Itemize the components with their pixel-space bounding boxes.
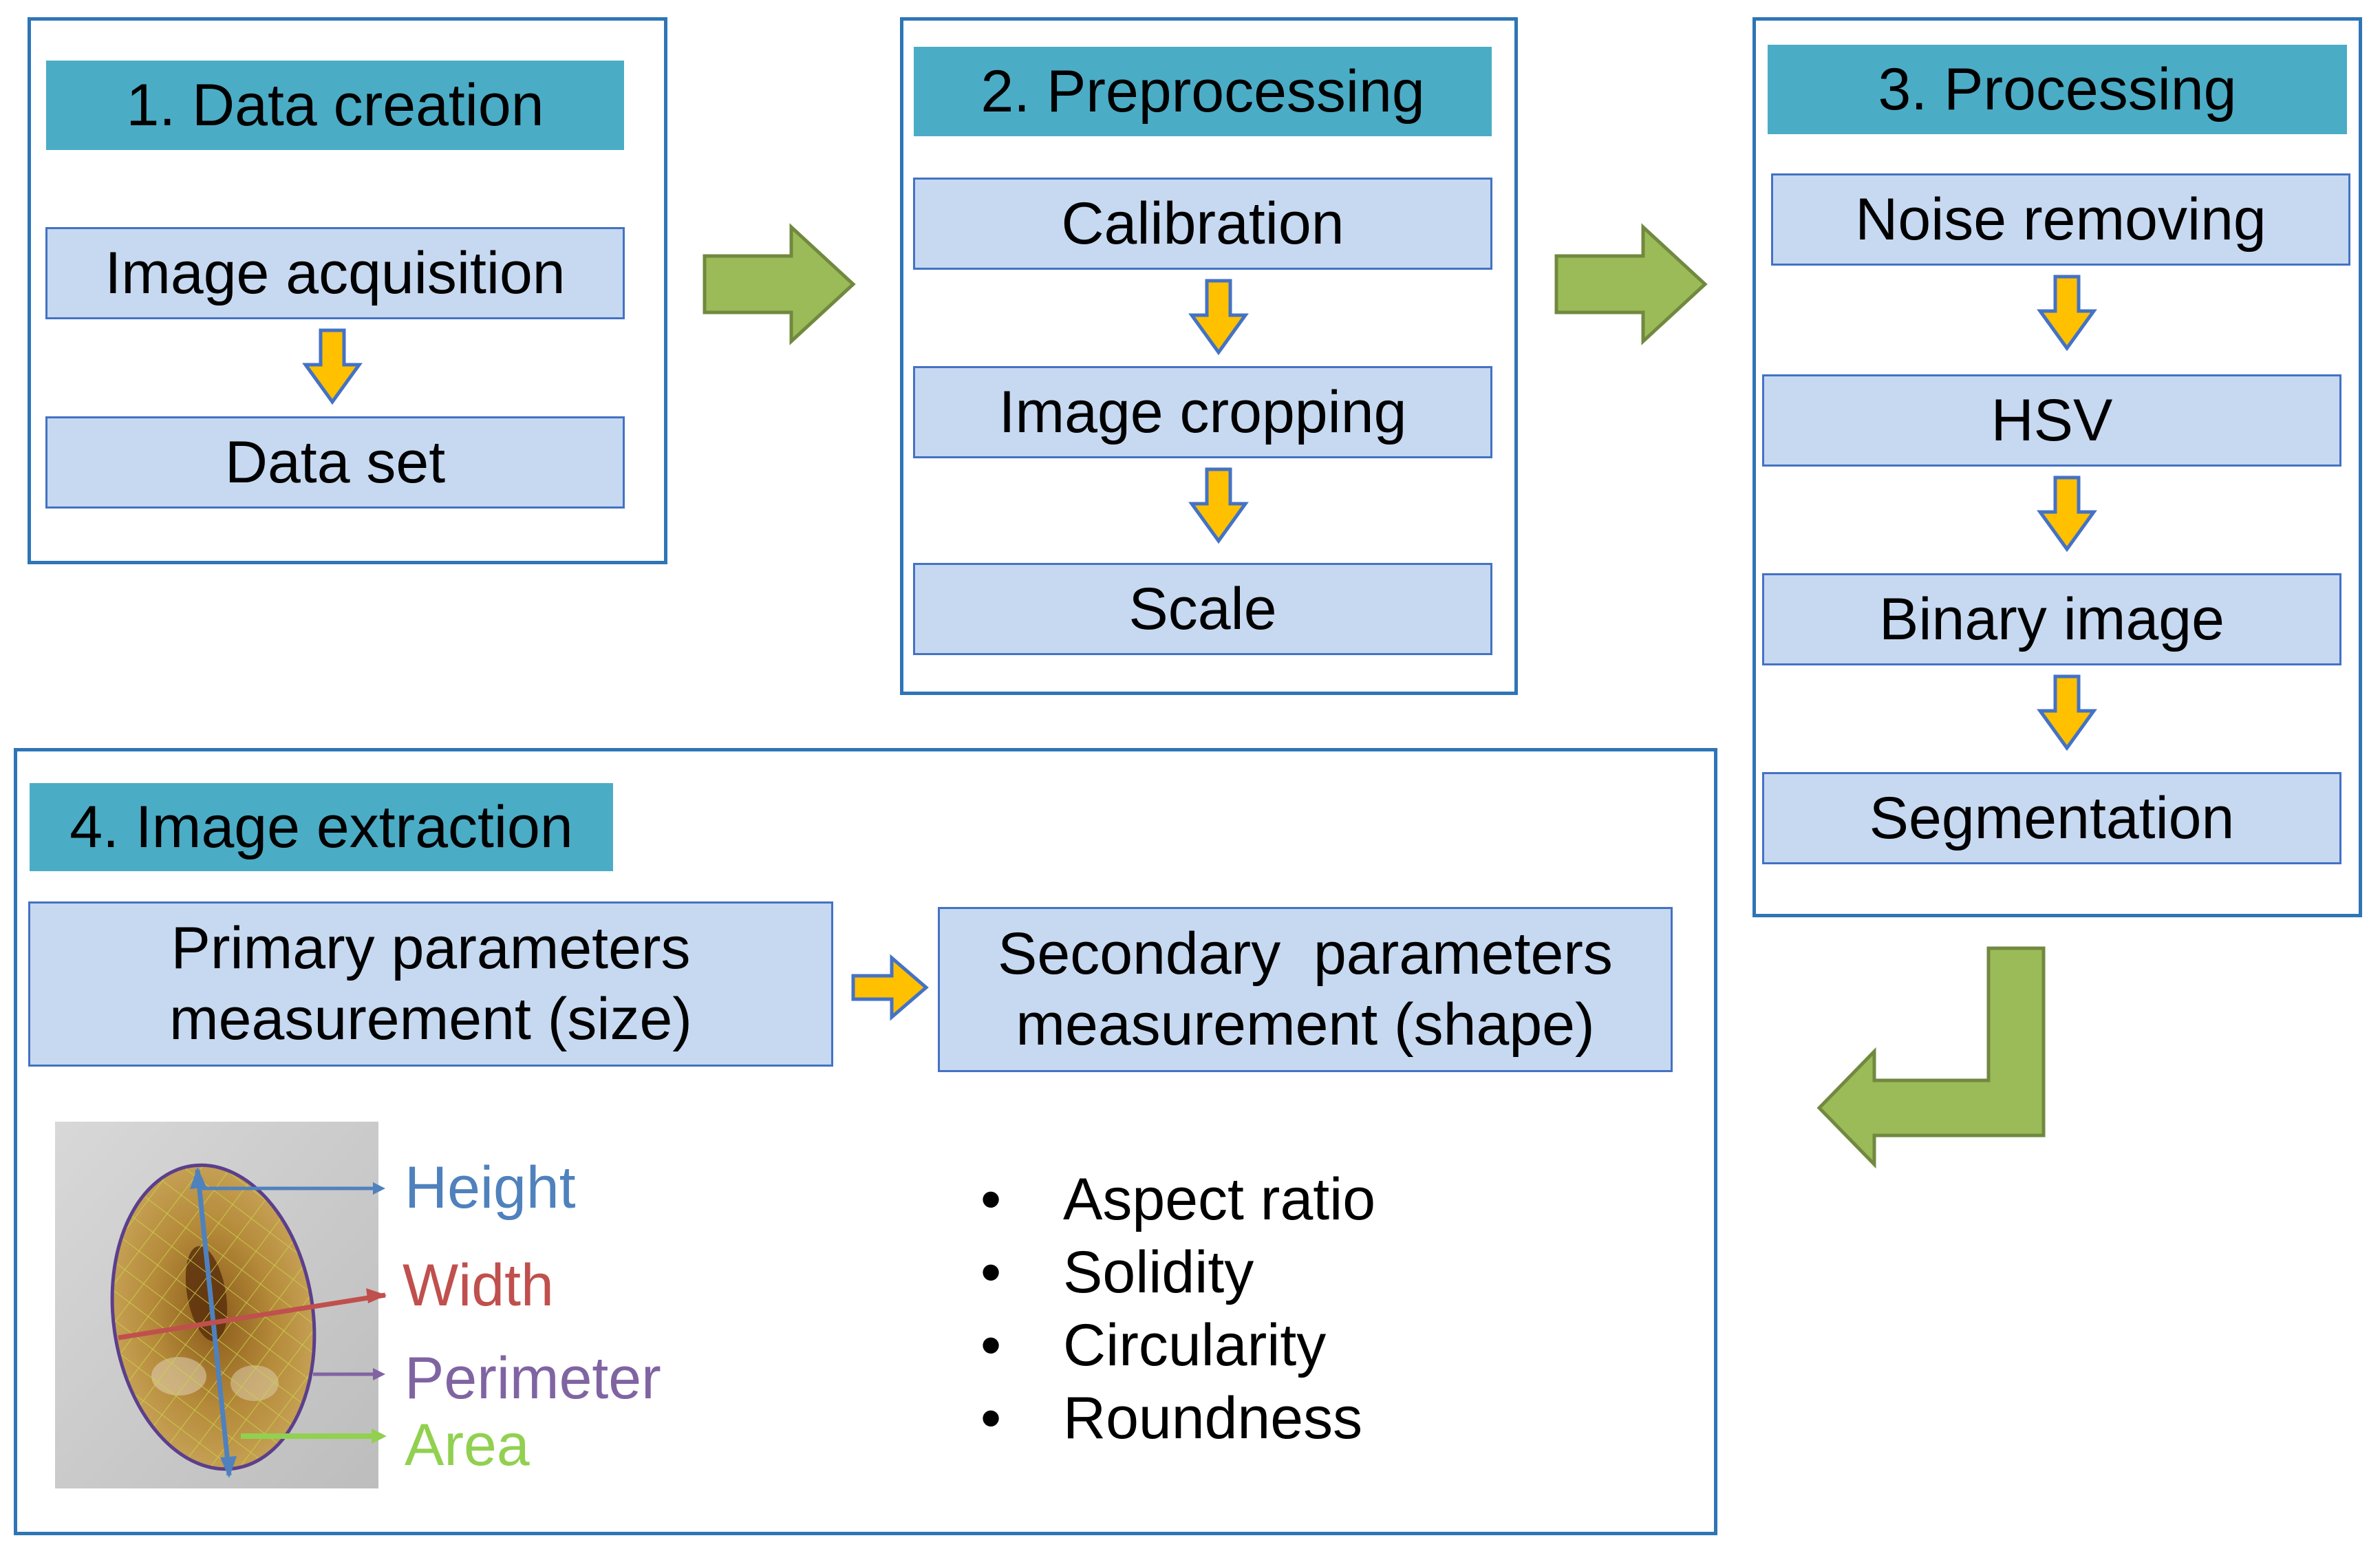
measure-label-area: Area (405, 1412, 530, 1478)
green-elbow-arrow-icon (1816, 946, 2046, 1169)
bullet-icon: • (980, 1239, 1002, 1305)
primary-parameters-box: Primary parameters measurement (size) (28, 901, 833, 1067)
shape-feature-item: • Solidity (977, 1236, 1375, 1309)
step-segmentation: Segmentation (1762, 772, 2341, 864)
shape-feature-label: Solidity (1063, 1239, 1254, 1305)
shape-feature-list: • Aspect ratio • Solidity • Circularity … (977, 1163, 1375, 1455)
panel-title-processing: 3. Processing (1768, 45, 2347, 134)
panel-title-image-extraction: 4. Image extraction (30, 783, 613, 871)
shape-feature-label: Roundness (1063, 1385, 1363, 1451)
secondary-parameters-line-2: measurement (shape) (1016, 992, 1595, 1058)
step-data-set: Data set (45, 416, 625, 509)
step-image-cropping: Image cropping (913, 366, 1492, 458)
bullet-icon: • (980, 1312, 1002, 1378)
bullet-icon: • (980, 1385, 1002, 1451)
step-calibration: Calibration (913, 178, 1492, 270)
green-block-arrow-icon (703, 223, 856, 345)
step-noise-removing: Noise removing (1771, 173, 2350, 266)
primary-parameters-line-1: Primary parameters (171, 915, 691, 981)
shape-feature-label: Circularity (1063, 1312, 1327, 1378)
step-image-acquisition: Image acquisition (45, 227, 625, 319)
green-block-arrow-icon (1554, 223, 1708, 345)
measure-label-width: Width (403, 1252, 554, 1318)
bullet-icon: • (980, 1166, 1002, 1232)
panel-title-data-creation: 1. Data creation (46, 61, 624, 150)
panel-processing (1752, 17, 2362, 917)
panel-title-preprocessing: 2. Preprocessing (914, 47, 1492, 136)
primary-parameters-line-2: measurement (size) (169, 986, 692, 1052)
step-scale: Scale (913, 563, 1492, 655)
shape-feature-item: • Aspect ratio (977, 1163, 1375, 1236)
secondary-parameters-line-1: Secondary parameters (998, 920, 1613, 987)
shape-feature-item: • Roundness (977, 1382, 1375, 1455)
shape-feature-label: Aspect ratio (1063, 1166, 1376, 1232)
step-binary-image: Binary image (1762, 573, 2341, 665)
secondary-parameters-box: Secondary parameters measurement (shape) (938, 907, 1673, 1072)
step-hsv: HSV (1762, 374, 2341, 467)
shape-feature-item: • Circularity (977, 1309, 1375, 1382)
measure-label-perimeter: Perimeter (405, 1345, 661, 1411)
measure-label-height: Height (405, 1155, 576, 1221)
